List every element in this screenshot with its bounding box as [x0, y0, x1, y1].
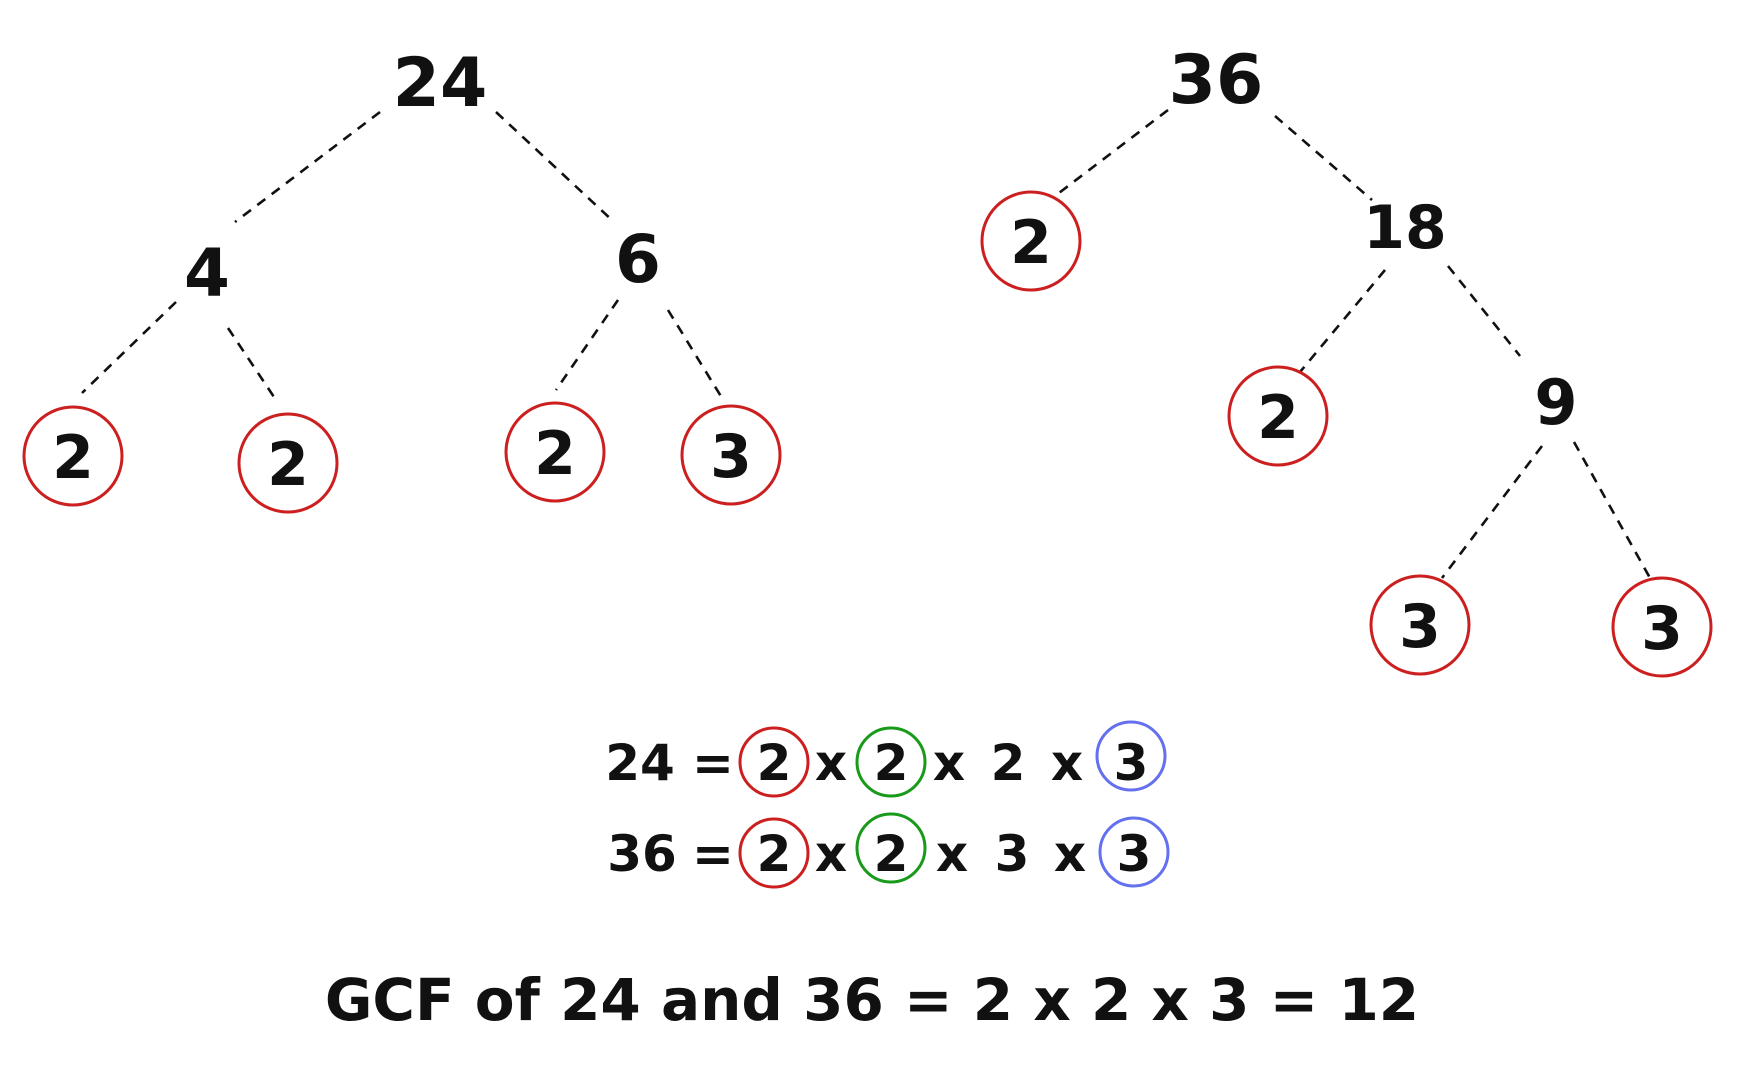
- times-sign: x: [1051, 734, 1083, 792]
- times-sign: x: [815, 825, 847, 883]
- prime-circle: [980, 190, 1082, 292]
- prime-circle: [1611, 576, 1713, 678]
- prime-number: 2: [52, 423, 94, 493]
- factor: 3: [995, 825, 1030, 883]
- prime-circle: [1369, 574, 1471, 676]
- prime-leaf: 2: [980, 190, 1082, 292]
- prime-number: 2: [1257, 383, 1299, 453]
- prime-number: 2: [267, 430, 309, 500]
- prime-circle: [22, 405, 124, 507]
- factor: 3: [1117, 825, 1152, 883]
- times-sign: x: [936, 825, 968, 883]
- node-6: 6: [615, 221, 661, 298]
- edge-9-3a: [1440, 445, 1544, 579]
- factorization-24: 24 = 2 x 2 x 2 x 3: [605, 720, 1167, 798]
- common-factor-circle: [855, 812, 927, 884]
- prime-leaf: 2: [237, 412, 339, 514]
- edge-18-9: [1446, 265, 1522, 357]
- times-sign: x: [815, 734, 847, 792]
- edge-36-18: [1274, 115, 1373, 201]
- prime-leaf: 3: [1611, 576, 1713, 678]
- times-sign: x: [1054, 825, 1086, 883]
- equals-sign: =: [692, 734, 734, 792]
- prime-circle: [1227, 365, 1329, 467]
- edge-24-4: [234, 110, 381, 224]
- edge-4-2a: [81, 301, 177, 394]
- factor: 2: [874, 734, 909, 792]
- edge-6-3: [666, 309, 724, 399]
- node-18: 18: [1363, 193, 1447, 263]
- prime-number: 3: [710, 422, 752, 492]
- factor: 2: [757, 825, 792, 883]
- number-label: 24: [605, 734, 675, 792]
- node-9: 9: [1534, 366, 1577, 439]
- edge-36-2: [1054, 108, 1169, 198]
- prime-number: 2: [1010, 208, 1052, 278]
- node-36: 36: [1169, 41, 1264, 120]
- common-factor-circle: [738, 817, 810, 889]
- edge-18-2: [1299, 269, 1386, 373]
- edge-9-3b: [1572, 441, 1652, 579]
- gcf-result: GCF of 24 and 36 = 2 x 2 x 3 = 12: [325, 966, 1419, 1034]
- factor-tree-36: 36 18 9 2 2 3 3: [980, 41, 1713, 678]
- prime-circle: [680, 404, 782, 506]
- prime-leaf: 2: [504, 401, 606, 503]
- factor: 2: [757, 734, 792, 792]
- edge-6-2: [554, 299, 620, 391]
- number-label: 36: [607, 825, 677, 883]
- node-24: 24: [393, 44, 488, 123]
- prime-circle: [504, 401, 606, 503]
- factor: 3: [1114, 734, 1149, 792]
- common-factor-circle: [1098, 816, 1170, 888]
- edge-24-6: [495, 111, 615, 223]
- factor: 2: [991, 734, 1026, 792]
- node-4: 4: [184, 235, 230, 312]
- factor: 2: [874, 825, 909, 883]
- prime-number: 3: [1399, 592, 1441, 662]
- equals-sign: =: [692, 825, 734, 883]
- common-factor-circle: [738, 726, 810, 798]
- factor-tree-24: 24 4 6 2 2 2 3: [22, 44, 782, 514]
- prime-circle: [237, 412, 339, 514]
- times-sign: x: [933, 734, 965, 792]
- factorization-36: 36 = 2 x 2 x 3 x 3: [607, 812, 1170, 889]
- prime-leaf: 3: [680, 404, 782, 506]
- prime-number: 3: [1641, 594, 1683, 664]
- prime-number: 2: [534, 419, 576, 489]
- common-factor-circle: [1095, 720, 1167, 792]
- common-factor-circle: [855, 726, 927, 798]
- prime-leaf: 2: [22, 405, 124, 507]
- edge-4-2b: [226, 327, 278, 401]
- prime-leaf: 3: [1369, 574, 1471, 676]
- prime-leaf: 2: [1227, 365, 1329, 467]
